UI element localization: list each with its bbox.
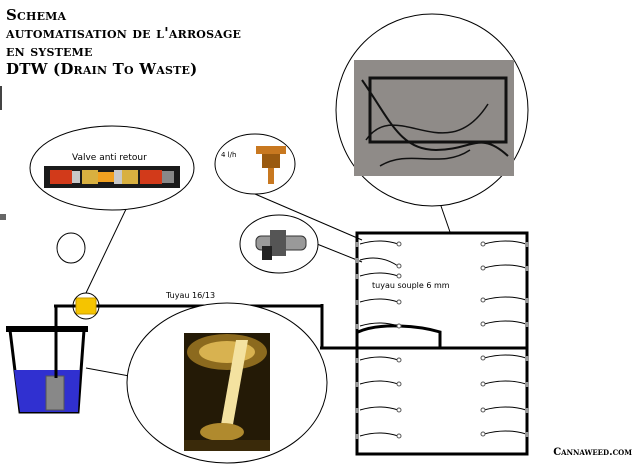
check-valve	[75, 297, 97, 315]
valve-label: Valve anti retour	[72, 153, 147, 163]
marker-circle	[56, 232, 86, 264]
tray-connectors	[355, 242, 529, 439]
title-line-4: DTW (Drain To Waste)	[6, 60, 198, 78]
connector-callout-line	[316, 243, 363, 263]
title-line-1: Schema	[6, 6, 67, 24]
edge-mark	[0, 86, 2, 110]
dripper-photo	[256, 146, 286, 184]
main-pipe-label: Tuyau 16/13	[165, 291, 215, 300]
drip-emitters	[396, 241, 486, 439]
brand-watermark: Cannaweed.com	[553, 447, 632, 458]
diagram-title: Schema automatisation de l'arrosage en s…	[6, 6, 241, 78]
dripper-callout	[214, 133, 296, 195]
grow-tray	[355, 231, 529, 456]
valve-photo	[44, 166, 180, 188]
drip-lines-right	[483, 240, 527, 435]
soft-pipe-label: tuyau souple 6 mm	[372, 281, 450, 290]
edge-mark	[0, 214, 6, 220]
dripper-callout-line	[254, 193, 363, 241]
room-photo	[354, 60, 514, 176]
pump-photo	[184, 333, 270, 451]
connector-photo	[255, 230, 307, 260]
title-line-2: automatisation de l'arrosage	[6, 24, 242, 42]
pump	[45, 375, 65, 411]
reservoir-bucket	[6, 326, 88, 414]
valve-callout-line	[85, 204, 129, 294]
title-line-3: en systeme	[6, 42, 93, 60]
drip-lines-left	[359, 240, 399, 437]
dripper-flow-label: 4 l/h	[221, 151, 236, 159]
